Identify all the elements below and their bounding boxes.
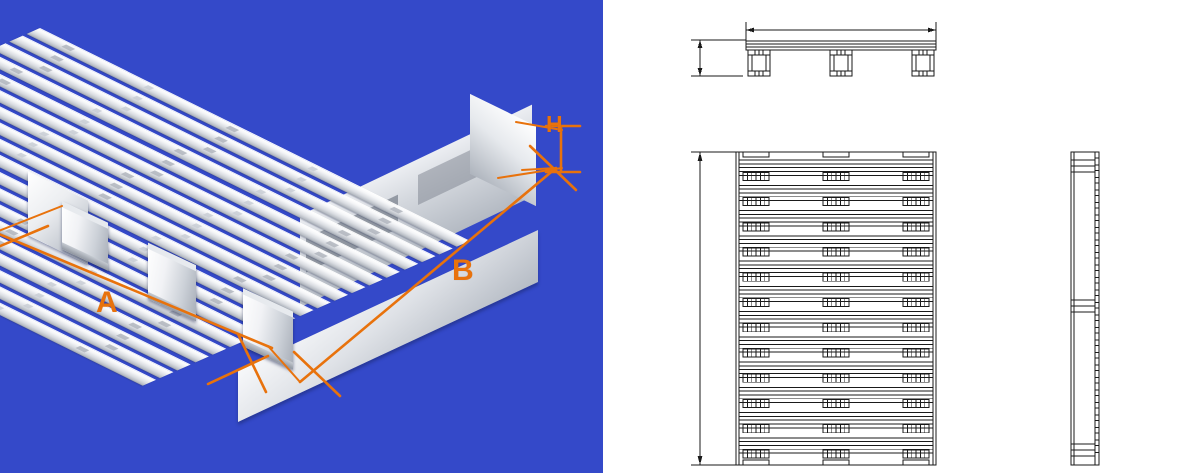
side-notch — [1094, 232, 1100, 241]
technical-drawing-svg — [691, 22, 1100, 466]
side-notch — [1094, 170, 1100, 178]
side-notch — [1094, 382, 1100, 391]
side-notch — [1094, 195, 1100, 203]
side-notch — [1094, 420, 1100, 428]
side-notch — [1094, 445, 1100, 453]
dim-ext-h-top — [515, 121, 563, 131]
side-notch — [1094, 270, 1100, 278]
dim-ext-b-right — [521, 167, 557, 171]
side-notch — [1094, 345, 1100, 353]
side-notch — [1094, 370, 1100, 378]
dim-ext-h-bottom — [497, 167, 563, 179]
plan-runner-footprints — [742, 151, 930, 466]
dimension-overlay — [0, 121, 582, 398]
dim-tick-b-start — [292, 350, 342, 398]
elevation-leg-1 — [747, 49, 771, 77]
dim-a-tolerance — [745, 22, 937, 50]
elevation-leg-2 — [829, 49, 853, 77]
elevation-leg-3 — [911, 49, 935, 77]
dimension-label-a: A — [96, 286, 118, 319]
dim-tick-a-start — [0, 224, 50, 248]
side-notch — [1094, 332, 1100, 341]
side-notch — [1094, 220, 1100, 228]
plan-slat-rows — [739, 159, 933, 459]
side-notch — [1094, 257, 1100, 266]
side-notch — [1094, 245, 1100, 253]
dim-line-b — [298, 166, 558, 384]
dim-tick-a-end-y — [236, 332, 268, 394]
side-notch — [1094, 157, 1100, 166]
pallet-photo-panel: A B H — [0, 0, 603, 473]
dim-b-tolerance — [691, 151, 738, 466]
dim-line-a — [0, 233, 274, 350]
dimension-label-b: B — [452, 254, 474, 287]
side-notch — [1094, 432, 1100, 441]
side-notch-teeth — [1094, 157, 1100, 453]
side-notch — [1094, 320, 1100, 328]
side-notch — [1094, 357, 1100, 366]
side-elevation — [1070, 151, 1100, 466]
dim-h-tolerance — [691, 39, 746, 77]
side-notch — [1094, 395, 1100, 403]
elevation-deck — [745, 40, 937, 51]
dim-ext-b-left — [267, 345, 301, 383]
dimension-label-h: H — [546, 111, 563, 137]
side-notch — [1094, 295, 1100, 303]
side-notch — [1094, 282, 1100, 291]
side-notch — [1094, 307, 1100, 316]
dim-tick-a-end-x — [206, 354, 270, 386]
side-notch — [1094, 407, 1100, 416]
side-notch — [1094, 182, 1100, 191]
technical-drawing-panel: A±3 H±2 B±3 — [603, 0, 1200, 473]
side-notch — [1094, 207, 1100, 216]
dim-ext-a-left — [0, 205, 63, 232]
